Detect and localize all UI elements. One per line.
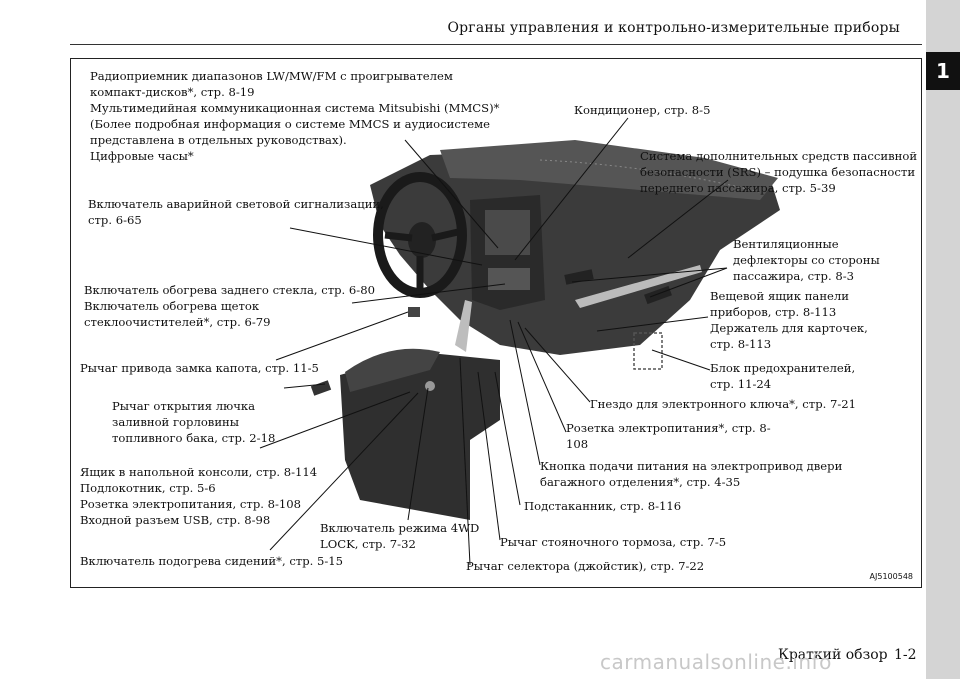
steering-wheel xyxy=(373,172,467,298)
callout-srs: Система дополнительных средств пассивной… xyxy=(640,149,918,195)
callout-4wd-lock: Включатель режима 4WD LOCK, стр. 7-32 xyxy=(320,521,480,551)
dashboard-top xyxy=(440,140,778,200)
fuse-box xyxy=(633,332,663,370)
watermark: carmanualsonline.info xyxy=(600,650,832,674)
callout-key-slot: Гнездо для электронного ключа*, стр. 7-2… xyxy=(590,397,857,411)
hood-release-lever xyxy=(310,380,332,396)
selector-lever xyxy=(455,300,472,352)
trim-strip xyxy=(575,265,702,308)
seat-heat-switch xyxy=(425,381,435,391)
callout-socket: Розетка электропитания*, стр. 8- 108 xyxy=(566,421,771,451)
callout-vents: Вентиляционные дефлекторы со стороны пас… xyxy=(733,237,880,283)
figure-code: AJ5100548 xyxy=(869,572,913,581)
leader-lines xyxy=(259,117,729,566)
callout-power-door: Кнопка подачи питания на электропривод д… xyxy=(540,459,843,489)
header-rule xyxy=(70,44,922,45)
callout-glovebox: Вещевой ящик панели приборов, стр. 8-113… xyxy=(710,289,868,351)
callout-fuse: Блок предохранителей, стр. 11-24 xyxy=(710,361,856,391)
side-strip xyxy=(926,0,960,679)
callout-defog: Включатель обогрева заднего стекла, стр.… xyxy=(84,283,375,329)
chapter-tab[interactable]: 1 xyxy=(926,52,960,90)
callout-hazard: Включатель аварийной световой сигнализац… xyxy=(88,197,384,227)
steering-hub xyxy=(408,222,436,258)
footer-title: Краткий обзор xyxy=(778,647,888,663)
callout-aircon: Кондиционер, стр. 8-5 xyxy=(574,103,711,117)
passenger-vent-right xyxy=(644,285,672,305)
callout-fuel-lid: Рычаг открытия лючка заливной горловины … xyxy=(112,399,276,445)
small-knob xyxy=(408,307,420,317)
callout-parking-brake: Рычаг стояночного тормоза, стр. 7-5 xyxy=(500,535,727,549)
armrest xyxy=(345,348,440,392)
callout-console: Ящик в напольной консоли, стр. 8-114 Под… xyxy=(80,465,318,527)
callout-cupholder: Подстаканник, стр. 8-116 xyxy=(524,499,682,513)
figure-frame: AJ5100548 xyxy=(70,58,922,588)
steering-spoke xyxy=(384,228,459,290)
callout-hood: Рычаг привода замка капота, стр. 11-5 xyxy=(80,361,319,375)
airbag-seam xyxy=(539,159,761,193)
climate-panel xyxy=(488,268,530,290)
callout-selector: Рычаг селектора (джойстик), стр. 7-22 xyxy=(466,559,705,573)
floor-console xyxy=(340,352,500,520)
passenger-vent-left xyxy=(564,269,594,285)
page-number: 1-2 xyxy=(894,647,917,663)
callout-radio: Радиоприемник диапазонов LW/MW/FM с прои… xyxy=(90,69,500,163)
page-header-title: Органы управления и контрольно-измерител… xyxy=(447,20,900,36)
radio-unit xyxy=(485,210,530,255)
callout-seat-heat: Включатель подогрева сидений*, стр. 5-15 xyxy=(80,554,344,568)
